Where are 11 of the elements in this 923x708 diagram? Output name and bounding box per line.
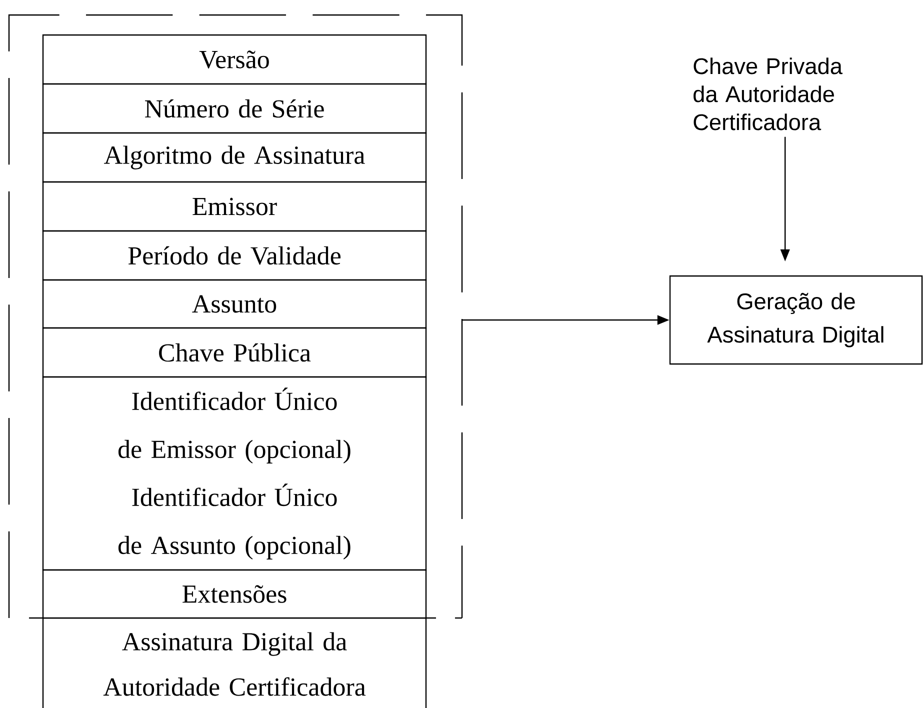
field-row: Versão	[42, 34, 427, 85]
signature-row: Assinatura Digital da Autoridade Certificadora	[42, 617, 427, 708]
field-row: Extensões	[42, 569, 427, 619]
field-row: Período de Validade	[42, 230, 427, 281]
field-row: Emissor	[42, 181, 427, 232]
process-box: Geração de Assinatura Digital	[669, 275, 923, 365]
field-row: Algoritmo de Assinatura	[42, 132, 427, 183]
field-row: Assunto	[42, 279, 427, 329]
field-row: Número de Série	[42, 83, 427, 134]
field-row: Chave Pública	[42, 327, 427, 378]
input-label: Chave Privada da Autoridade Certificadora	[694, 58, 842, 130]
